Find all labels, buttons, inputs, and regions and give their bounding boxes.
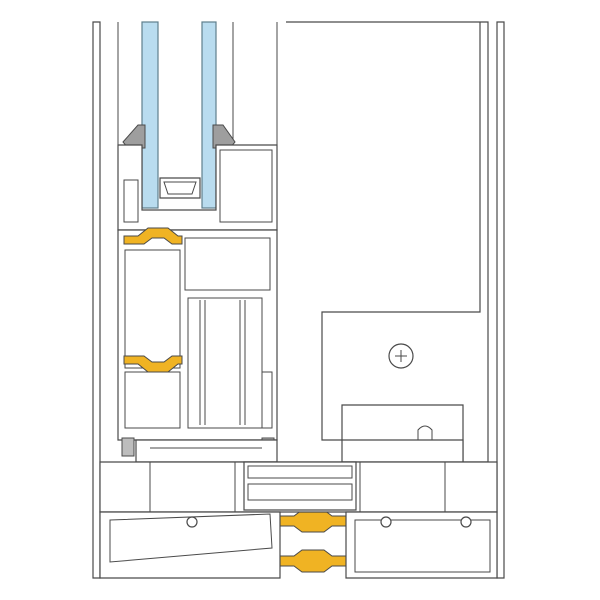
sash-upper-chamber bbox=[219, 149, 273, 223]
frame-inner-lower-chamber bbox=[345, 511, 498, 579]
outer-frame-right-rail bbox=[496, 21, 505, 579]
thermal-break-frame-upper bbox=[279, 509, 347, 533]
glass-spacer-desiccant bbox=[163, 181, 197, 195]
frame-inner-lower-tube bbox=[354, 519, 491, 573]
fixed-sash-outline bbox=[286, 21, 489, 463]
sash-outer-chamber bbox=[123, 179, 139, 223]
brush-seal-left bbox=[121, 437, 135, 457]
sash-outer-tube bbox=[124, 249, 181, 369]
screw-port-outer bbox=[186, 516, 198, 528]
glass-pane-inner bbox=[201, 21, 217, 209]
sliding-sash-profile bbox=[117, 144, 278, 441]
frame-upper-chamber-walls bbox=[149, 462, 446, 512]
sliding-track-top-rail bbox=[135, 439, 278, 463]
thermal-break-frame-lower bbox=[279, 549, 347, 573]
drainage-insert bbox=[243, 461, 357, 511]
sash-lower-inner-slot bbox=[261, 371, 273, 429]
sash-main-body bbox=[117, 229, 278, 441]
screw-port-inner-1 bbox=[380, 516, 392, 528]
sash-interlock-fins bbox=[199, 300, 246, 425]
outer-frame bbox=[92, 21, 505, 579]
thermal-break-sash-lower bbox=[123, 355, 183, 373]
thermal-break-strips bbox=[123, 227, 347, 573]
bottom-track-frame bbox=[99, 439, 498, 579]
frame-outer-lower-chamber bbox=[99, 511, 281, 579]
outer-frame-left-rail bbox=[92, 21, 101, 579]
cross-head-screw-icon bbox=[395, 350, 407, 362]
fixed-sash-bottom-rail bbox=[341, 439, 464, 463]
glass-pane-outer bbox=[141, 21, 159, 209]
thermal-break-sash-upper bbox=[123, 227, 183, 245]
sash-upper-tube bbox=[184, 237, 271, 291]
fixed-sash-clip bbox=[417, 425, 433, 440]
fixed-sash-bottom-chamber bbox=[342, 404, 464, 441]
insulated-glass-unit bbox=[141, 21, 217, 209]
screw-port-inner-2 bbox=[460, 516, 472, 528]
glass-spacer-bar bbox=[159, 177, 201, 199]
drainage-insert-chambers bbox=[247, 465, 353, 501]
frame-sloped-drain-chamber bbox=[109, 513, 273, 563]
